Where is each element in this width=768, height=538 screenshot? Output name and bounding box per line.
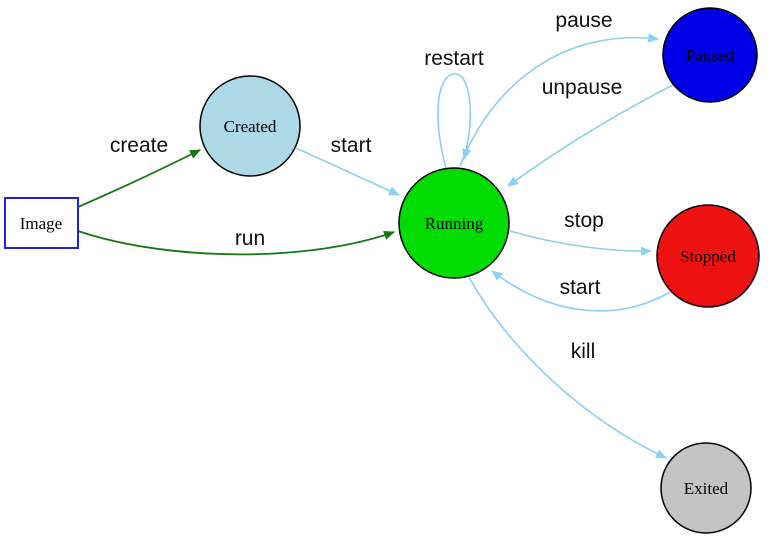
edge-label-kill: kill (571, 340, 596, 363)
node-paused (662, 7, 758, 103)
edge-unpause (507, 84, 674, 187)
edge-label-stop: stop (564, 209, 604, 232)
node-image (4, 197, 79, 249)
edge-label-start: start (331, 134, 372, 157)
node-label-created: Created (224, 117, 277, 136)
edge-label-unpause: unpause (542, 76, 623, 99)
edge-label-run: run (235, 227, 265, 250)
edge-label-start-2: start (560, 276, 601, 299)
edge-kill (468, 276, 667, 459)
edge-label-restart: restart (424, 47, 484, 70)
node-label-image: Image (20, 214, 62, 233)
node-label-stopped: Stopped (680, 247, 736, 266)
edge-start (295, 147, 401, 196)
node-label-exited: Exited (684, 479, 729, 498)
edge-label-pause: pause (555, 9, 612, 32)
node-label-paused: Paused (686, 46, 735, 65)
edge-label-create: create (110, 134, 168, 157)
edge-restart (437, 73, 472, 169)
node-created (199, 75, 301, 177)
node-label-running: Running (425, 214, 484, 233)
edge-run (77, 230, 396, 256)
node-exited (660, 442, 752, 534)
node-stopped (656, 204, 760, 308)
edge-pause (459, 33, 660, 167)
node-running (398, 167, 510, 279)
edge-create (77, 149, 201, 208)
edge-stop (509, 230, 653, 256)
edge-start-2 (491, 270, 671, 312)
